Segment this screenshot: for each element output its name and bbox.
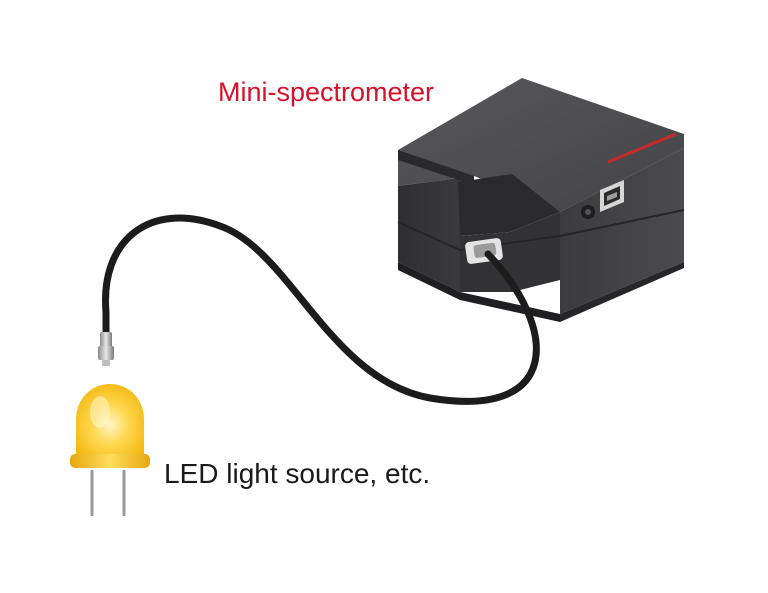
device-bottom-front (398, 262, 560, 322)
optical-fiber-cable (102, 214, 540, 405)
fiber-tip (98, 332, 114, 366)
device-notch (458, 174, 560, 236)
device-notch-inner (460, 212, 560, 292)
device-red-stripe (607, 132, 677, 164)
power-jack-icon (581, 205, 595, 219)
device-front-face (398, 150, 474, 292)
device-top-face (398, 78, 684, 212)
device-bottom-side (560, 262, 684, 322)
spectrometer-label: Mini-spectrometer (218, 77, 435, 107)
led-label: LED light source, etc. (164, 458, 431, 489)
device-seam (397, 209, 685, 252)
led-dome (76, 384, 144, 458)
led-light-source (70, 384, 150, 516)
device-front-upper (398, 150, 474, 185)
device-side-face (560, 148, 684, 314)
usb-port-icon (600, 180, 624, 212)
led-rim (70, 454, 150, 468)
spectrometer-device (397, 78, 685, 322)
